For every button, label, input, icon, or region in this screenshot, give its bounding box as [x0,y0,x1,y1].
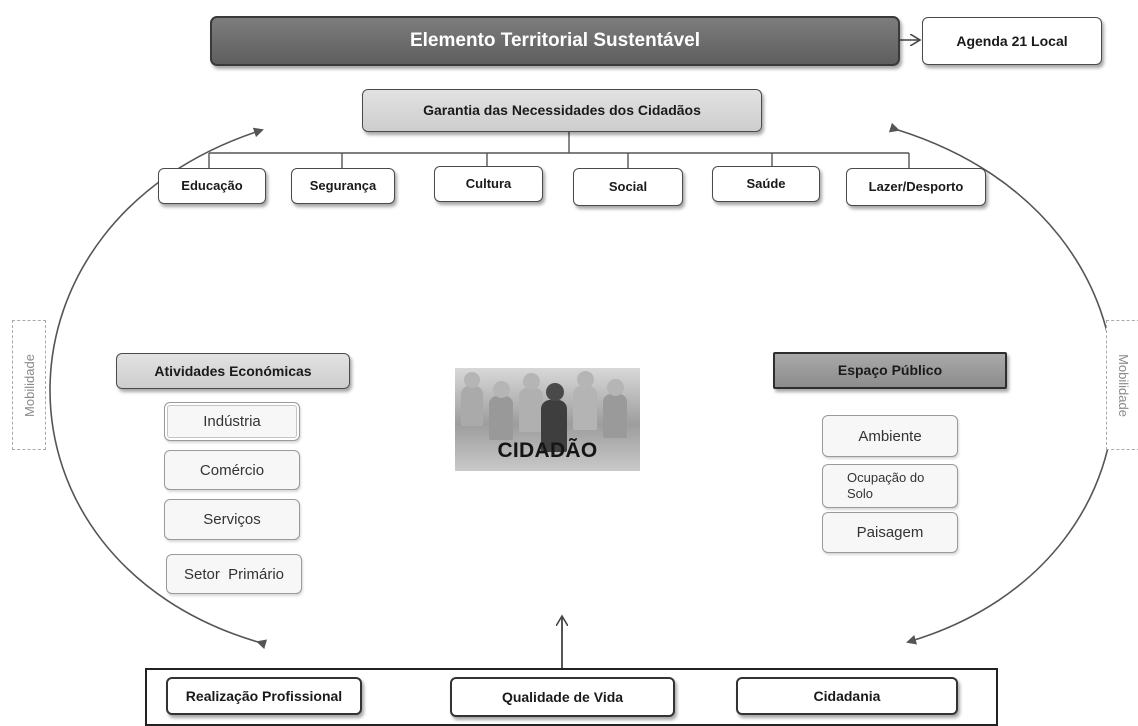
need-label: Cultura [465,175,512,191]
economic-label: Setor Primário [183,565,285,583]
need-box-lazer: Lazer/Desporto [846,168,986,206]
mobility-text-left: Mobilidade [21,353,37,417]
economic-item-comercio: Comércio [164,450,300,490]
mobility-label-right: Mobilidade [1106,320,1138,450]
bottom-item-realizacao: Realização Profissional [166,677,362,715]
economic-item-industria: Indústria [164,402,300,441]
header-title-box: Elemento Territorial Sustentável [210,16,900,66]
economic-label: Comércio [199,461,265,479]
bottom-item-qualidade: Qualidade de Vida [450,677,675,717]
cidadao-label: CIDADÃO [497,439,598,462]
economic-item-servicos: Serviços [164,499,300,540]
need-box-seguranca: Segurança [291,168,395,204]
crowd-figure [519,373,543,432]
need-label: Educação [181,177,243,193]
public-space-title: Espaço Público [837,362,943,379]
mobility-label-left: Mobilidade [12,320,46,450]
crowd-figure [573,371,597,430]
need-label: Saúde [746,175,786,191]
bottom-label: Realização Profissional [185,687,343,704]
crowd-figure [461,372,483,426]
public-label: Ocupação do Solo [847,470,925,501]
economic-label: Serviços [203,511,261,528]
need-box-saude: Saúde [712,166,820,202]
crowd-figure-highlighted [541,383,567,452]
need-label: Segurança [309,177,377,193]
public-label: Paisagem [856,524,924,541]
economic-label: Indústria [203,413,261,430]
cidadao-image: CIDADÃO [455,368,640,471]
mobility-text-right: Mobilidade [1115,353,1131,417]
need-box-cultura: Cultura [434,166,543,202]
economic-title-box: Atividades Económicas [116,353,350,389]
public-item-ocupacao: Ocupação do Solo [822,464,958,508]
agenda-label: Agenda 21 Local [956,32,1068,49]
need-box-educacao: Educação [158,168,266,204]
public-label: Ambiente [858,427,922,445]
bottom-label: Cidadania [813,687,881,704]
mobility-arc-left [49,127,268,650]
header-title: Elemento Territorial Sustentável [409,30,700,52]
public-item-paisagem: Paisagem [822,512,958,553]
bottom-item-cidadania: Cidadania [736,677,958,715]
bottom-label: Qualidade de Vida [501,688,624,705]
public-item-ambiente: Ambiente [822,415,958,457]
economic-item-setor-primario: Setor Primário [166,554,302,594]
needs-title-box: Garantia das Necessidades dos Cidadãos [362,89,762,132]
need-label: Social [608,178,648,194]
needs-title: Garantia das Necessidades dos Cidadãos [423,102,701,119]
crowd-figure [603,379,627,438]
public-space-title-box: Espaço Público [773,352,1007,389]
need-label: Lazer/Desporto [868,178,964,194]
economic-title: Atividades Económicas [154,362,312,379]
crowd-figure [489,381,513,440]
agenda-box: Agenda 21 Local [922,17,1102,65]
need-box-social: Social [573,168,683,206]
